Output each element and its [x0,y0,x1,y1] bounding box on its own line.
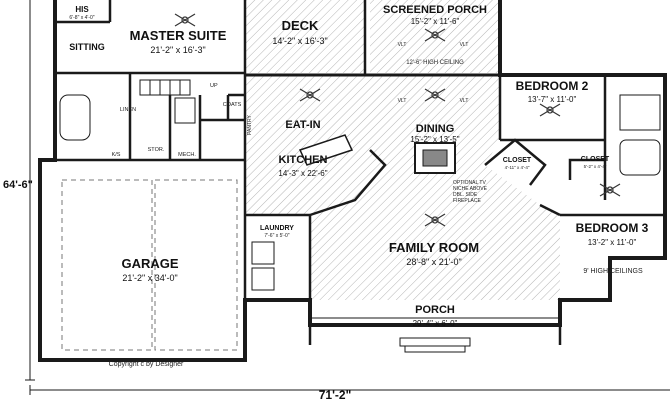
porch-label: PORCH [415,304,455,316]
sitting-label: SITTING [69,42,105,52]
master-suite-label: MASTER SUITE [130,28,227,43]
family-room-label: FAMILY ROOM [389,240,479,255]
fireplace-note-3: DBL. SIDE [453,192,478,198]
ceiling-fan-icon [539,103,561,117]
laundry-dims: 7'-6" x 5'-0" [264,233,289,239]
screened-porch-dims: 15'-2" x 11'-6" [411,17,460,26]
closet-a-dims: 4'-11" x 4'-4" [505,165,530,170]
garage-label: GARAGE [121,256,178,271]
fireplace-note-2: NICHE ABOVE [453,186,488,192]
kitchen-dims: 14'-3" x 22'-6" [278,169,327,178]
closet-b-dims: 5'-2" x 4'-4" [584,164,607,169]
copyright-note: Copyright c by Designer [109,361,184,368]
his-label: HIS [75,5,89,14]
bathtub-icon [59,94,91,141]
ceiling-fan-icon [424,28,446,42]
laundry-appliances [251,241,275,291]
garage-doors [61,179,238,351]
kitchen-label-line1: EAT-IN [285,119,320,131]
exterior-walls [38,0,667,362]
bedroom2-dims: 13'-7" x 11'-0" [528,95,577,104]
overall-width-label: 71'-2" [319,388,352,400]
overall-depth-label: 64'-6" [3,179,33,191]
interior-walls [55,0,665,360]
coats-label: COATS [223,102,242,108]
closet-b-label: CLOSET [581,156,610,163]
porch-dims: 29'-4" x 6'-0" [413,319,458,328]
porch-steps [399,337,471,353]
shower-icon [619,94,661,131]
dining-label: DINING [416,123,455,135]
storage-label: STOR. [148,147,165,153]
bedroom3-dims: 13'-2" x 11'-0" [588,238,637,247]
stairs-icon [139,79,191,96]
linen-label: LINEN [120,107,136,113]
fireplace-note-4: FIREPLACE [453,198,481,204]
vlt-label: VLT [398,42,407,48]
mech-label: MECH. [178,152,196,158]
ks-label: K/S [112,152,121,158]
vlt-label: VLT [398,98,407,104]
bathtub-icon [619,139,661,176]
deck-dims: 14'-2" x 16'-3" [272,36,327,46]
screened-porch-ceiling-note: 12'-6" HIGH CEILING [406,60,464,66]
vanity-icon [174,97,196,124]
vlt-label: VLT [460,98,469,104]
garage-dims: 21'-2" x 34'-0" [122,273,177,283]
dimension-lines [25,0,670,395]
ceilings-note: 9' HIGH CEILINGS [583,268,643,275]
ceiling-fan-icon [599,183,621,197]
closet-a-label: CLOSET [503,157,532,164]
ceiling-fan-icons [174,13,621,227]
hatched-zones [245,0,560,300]
bath-fixtures [59,94,661,176]
washer-icon [251,241,275,265]
his-dims: 6'-8" x 4'-0" [69,15,94,21]
laundry-label: LAUNDRY [260,225,294,232]
fireplace-icon [414,142,456,174]
up-label: UP [210,83,218,89]
deck-label: DECK [282,18,319,33]
ceiling-fan-icon [424,88,446,102]
master-suite-dims: 21'-2" x 16'-3" [150,45,205,55]
pantry-label: PANTRY [247,114,253,134]
ceiling-fan-icon [424,213,446,227]
bedroom2-label: BEDROOM 2 [516,79,589,93]
kitchen-label-line2: KITCHEN [279,154,328,166]
family-room-dims: 28'-8" x 21'-0" [406,257,461,267]
vlt-label: VLT [460,42,469,48]
kitchen-island-icon [298,134,354,166]
ceiling-fan-icon [299,88,321,102]
dining-dims: 15'-2" x 13'-5" [410,135,459,144]
screened-porch-label: SCREENED PORCH [383,4,487,16]
dryer-icon [251,267,275,291]
bedroom3-label: BEDROOM 3 [576,221,649,235]
ceiling-fan-icon [174,13,196,27]
fireplace-note-1: OPTIONAL TV [453,180,486,186]
